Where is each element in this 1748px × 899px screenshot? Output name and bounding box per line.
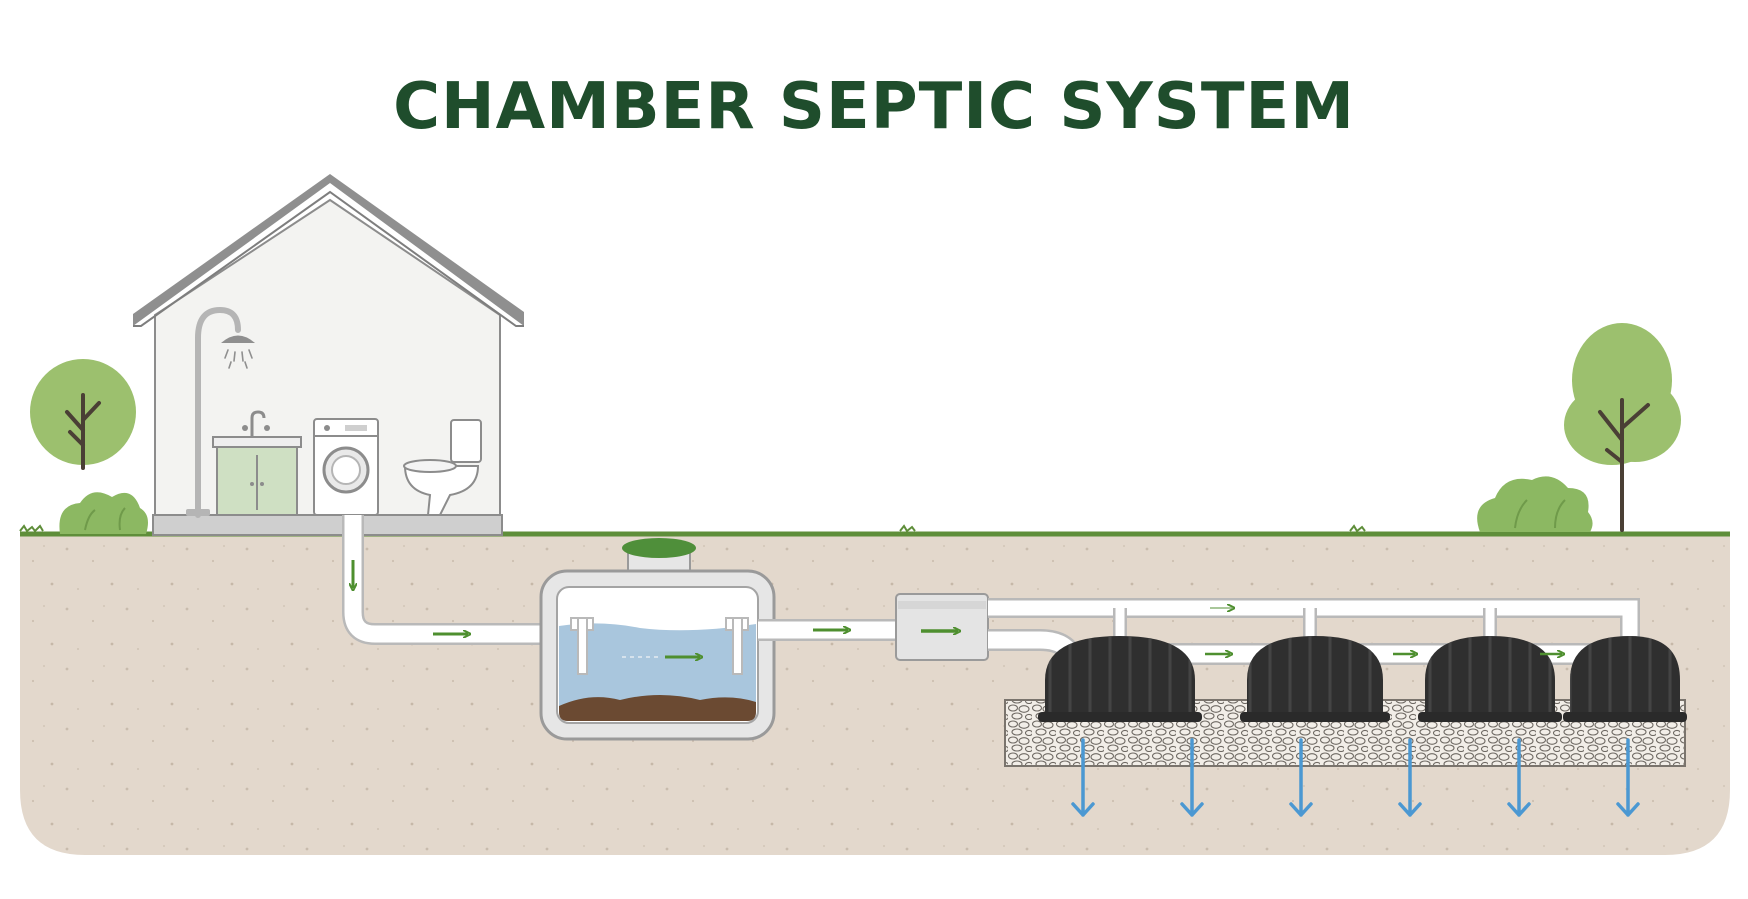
chamber — [1240, 636, 1390, 722]
tank-lid — [622, 538, 696, 558]
flow-arrows — [353, 560, 1562, 654]
chamber — [1038, 636, 1202, 722]
house-foundation — [152, 514, 503, 536]
bush-icon — [59, 492, 148, 534]
shower-icon — [186, 306, 255, 518]
tank-sludge — [559, 695, 756, 721]
tree-icon — [1564, 323, 1681, 532]
outlet-pipe — [342, 515, 560, 645]
chambers — [1038, 636, 1687, 722]
tank-water — [559, 623, 756, 721]
tree-icon — [30, 359, 136, 470]
washing-machine-icon — [313, 418, 379, 516]
chamber — [1418, 636, 1562, 722]
drain-arrow — [1507, 738, 1531, 817]
diagram-title: CHAMBER SEPTIC SYSTEM — [393, 70, 1355, 144]
sink-cabinet-icon — [212, 410, 302, 516]
drain-arrow — [1071, 738, 1095, 817]
house — [133, 174, 524, 536]
chamber — [1563, 636, 1687, 722]
bush-icon — [1477, 476, 1593, 532]
drain-arrow — [1180, 738, 1204, 817]
drain-arrow — [1289, 738, 1313, 817]
drain-arrow — [1616, 738, 1640, 817]
drain-arrow — [1398, 738, 1422, 817]
toilet-icon — [403, 419, 482, 516]
distribution-box — [895, 593, 989, 661]
septic-tank — [539, 538, 776, 741]
drainage-arrows — [1071, 738, 1640, 817]
